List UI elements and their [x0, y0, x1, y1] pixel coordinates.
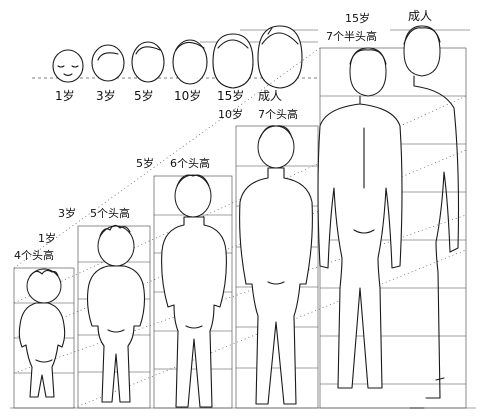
figure-10yr [240, 126, 313, 404]
head-label-5yr: 5岁 [134, 88, 154, 103]
figure-5yr [162, 175, 227, 407]
fig4-proportion: 7个头高 [258, 107, 298, 121]
fig5-proportion: 7个半头高 [326, 29, 377, 43]
figure-3yr [88, 225, 145, 402]
fig3-age: 5岁 [136, 156, 154, 170]
fig2-proportion: 5个头高 [90, 206, 130, 220]
head-3yr [92, 45, 124, 81]
fig6-age: 成人 [408, 9, 432, 23]
fig2-age: 3岁 [58, 206, 76, 220]
head-5yr [132, 42, 164, 82]
figure-15yr [318, 48, 402, 388]
head-comparison-row: 1岁 3岁 5岁 10岁 15岁 成人 [32, 26, 318, 103]
head-adult [258, 26, 302, 88]
head-label-10yr: 10岁 [174, 88, 201, 103]
head-label-15yr: 15岁 [217, 88, 244, 103]
head-label-1yr: 1岁 [55, 88, 75, 103]
head-label-3yr: 3岁 [96, 88, 116, 103]
figure-1yr [19, 269, 64, 397]
fig3-proportion: 6个头高 [170, 156, 210, 170]
head-10yr [173, 40, 207, 84]
figure-adult [404, 26, 459, 408]
head-1yr [53, 50, 83, 82]
fig1-age: 1岁 [38, 231, 56, 245]
head-label-adult: 成人 [258, 89, 282, 103]
fig5-age: 15岁 [345, 11, 370, 25]
fig4-age: 10岁 [218, 107, 243, 121]
fig1-proportion: 4个头高 [14, 248, 54, 262]
head-15yr [213, 34, 253, 88]
